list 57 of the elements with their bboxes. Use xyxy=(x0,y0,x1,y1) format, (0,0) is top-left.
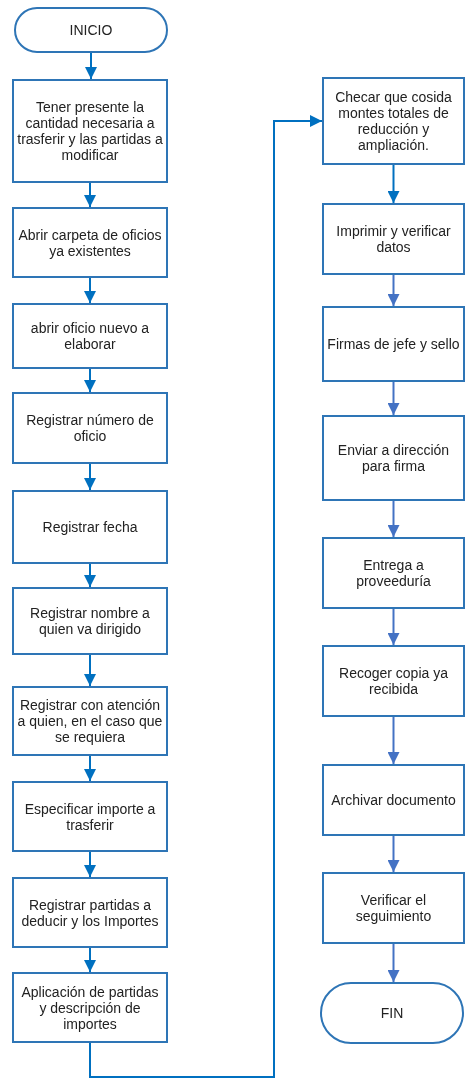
process-box xyxy=(12,972,168,1043)
arrow xyxy=(387,835,400,873)
arrow xyxy=(84,563,96,588)
step-text: Registrar con atención a quien, en el caso que se requiera xyxy=(17,697,163,745)
arrow xyxy=(387,274,400,307)
process-box xyxy=(12,490,168,564)
process-box xyxy=(12,392,168,464)
arrow xyxy=(84,368,96,393)
arrow xyxy=(387,500,400,538)
step-text: Verificar el seguimiento xyxy=(354,892,433,924)
arrow xyxy=(84,463,96,491)
process-box xyxy=(322,415,465,501)
process-box xyxy=(322,645,465,717)
arrow xyxy=(387,164,400,204)
arrow xyxy=(387,943,400,983)
process-box xyxy=(12,303,168,369)
process-box xyxy=(322,77,465,165)
process-box xyxy=(12,686,168,756)
step-text: Tener presente la cantidad necesaria a trasferir y las partidas a modificar xyxy=(17,99,163,163)
process-box xyxy=(12,207,168,278)
step-text: Aplicación de partidas y descripción de importes xyxy=(20,983,160,1032)
step-text: Enviar a dirección para firma xyxy=(336,442,451,474)
arrow xyxy=(89,115,323,1078)
arrow xyxy=(84,947,96,973)
process-box xyxy=(12,781,168,852)
arrow xyxy=(84,851,96,878)
process-box xyxy=(12,79,168,183)
step-text: Registrar nombre a quien va dirigido xyxy=(29,605,151,637)
step-text: Firmas de jefe y sello xyxy=(327,336,460,352)
step-text: Entrega a proveeduría xyxy=(355,557,432,589)
step-text: Registrar partidas a deducir y los Importes xyxy=(20,896,160,929)
step-text: Imprimir y verificar datos xyxy=(335,223,452,255)
arrow xyxy=(387,716,400,765)
step-text: abrir oficio nuevo a elaborar xyxy=(29,320,151,352)
step-text: Abrir carpeta de oficios ya existentes xyxy=(17,226,163,259)
step-text: FIN xyxy=(380,1005,404,1021)
step-text: Recoger copia ya recibida xyxy=(338,665,449,697)
arrow xyxy=(387,608,400,646)
process-box xyxy=(322,764,465,836)
arrow xyxy=(84,755,96,782)
process-box xyxy=(322,306,465,382)
step-text: Registrar número de oficio xyxy=(25,412,155,444)
process-box xyxy=(12,587,168,655)
process-box xyxy=(322,872,465,944)
process-box xyxy=(322,537,465,609)
arrow xyxy=(84,654,96,687)
step-text: Checar que cosida montes totales de reducción y ampliación. xyxy=(334,89,453,153)
step-text: Registrar fecha xyxy=(42,519,138,535)
process-box xyxy=(322,203,465,275)
arrow xyxy=(85,52,97,80)
step-text: Especificar importe a trasferir xyxy=(23,800,157,833)
process-box xyxy=(12,877,168,948)
arrow xyxy=(84,277,96,304)
arrow xyxy=(387,381,400,416)
step-text: INICIO xyxy=(69,22,113,38)
step-text: Archivar documento xyxy=(331,792,456,808)
arrow xyxy=(84,182,96,208)
